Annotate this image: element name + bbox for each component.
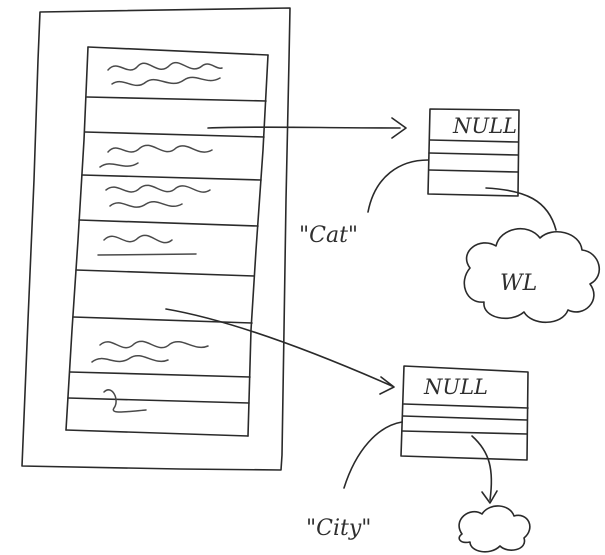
node-top-divider xyxy=(429,139,519,143)
node-bottom-divider xyxy=(401,430,528,435)
table-slot-divider xyxy=(78,219,259,227)
pointer-arrow-bottom xyxy=(165,308,393,387)
table-inner-top xyxy=(87,46,269,56)
slot-scribble xyxy=(99,340,209,349)
table-inner-left-edge xyxy=(65,46,89,431)
node-bottom-key-link xyxy=(343,421,403,489)
node-top-key-link xyxy=(367,159,429,213)
slot-scribble xyxy=(105,184,211,193)
slot-scribble xyxy=(103,234,173,244)
table-slot-divider xyxy=(81,174,262,181)
table-slot-divider xyxy=(67,397,250,404)
slot-scribble xyxy=(99,162,139,168)
pointer-arrows xyxy=(165,117,407,395)
pointer-arrow-top xyxy=(207,126,401,129)
node-bottom-divider xyxy=(402,415,528,421)
node-bottom-divider xyxy=(403,403,529,409)
table-slot-divider xyxy=(86,96,267,102)
slot-scribble xyxy=(109,201,183,208)
node-top-header-label: NULL xyxy=(452,114,517,138)
table-slot-divider xyxy=(84,131,265,138)
node-bottom: NULL "City" xyxy=(306,365,531,553)
node-bottom-value-cloud xyxy=(458,505,531,553)
node-top-value-label: WL xyxy=(500,271,537,296)
table-slot-divider xyxy=(69,371,251,378)
node-top-key-label: "Cat" xyxy=(299,223,358,248)
node-top-divider xyxy=(428,169,519,173)
slot-scribble xyxy=(111,76,221,87)
slot-scribble xyxy=(103,389,147,413)
node-bottom-header-label: NULL xyxy=(423,375,488,399)
table-slot-divider xyxy=(75,269,255,277)
arrowhead-bottom-value xyxy=(481,490,498,504)
node-top: NULL "Cat" WL xyxy=(299,108,601,324)
table-inner-right-edge xyxy=(247,54,269,437)
node-top-divider xyxy=(428,152,519,156)
slot-scribble xyxy=(91,355,169,363)
table-inner-bottom xyxy=(65,429,249,437)
slot-scribble xyxy=(97,253,197,256)
node-top-value-cloud xyxy=(463,228,601,324)
arrowhead-top xyxy=(391,117,407,139)
hash-table xyxy=(21,7,291,471)
node-top-value-link xyxy=(485,187,557,231)
table-outer-frame xyxy=(21,7,291,471)
arrowhead-bottom xyxy=(379,376,395,395)
slot-scribble xyxy=(107,62,223,71)
slot-scribble xyxy=(107,144,213,153)
node-bottom-value-link xyxy=(471,435,493,501)
node-bottom-key-label: "City" xyxy=(306,516,371,541)
node-top-frame xyxy=(427,108,520,197)
node-bottom-frame xyxy=(400,365,529,461)
table-slot-divider xyxy=(72,316,253,324)
